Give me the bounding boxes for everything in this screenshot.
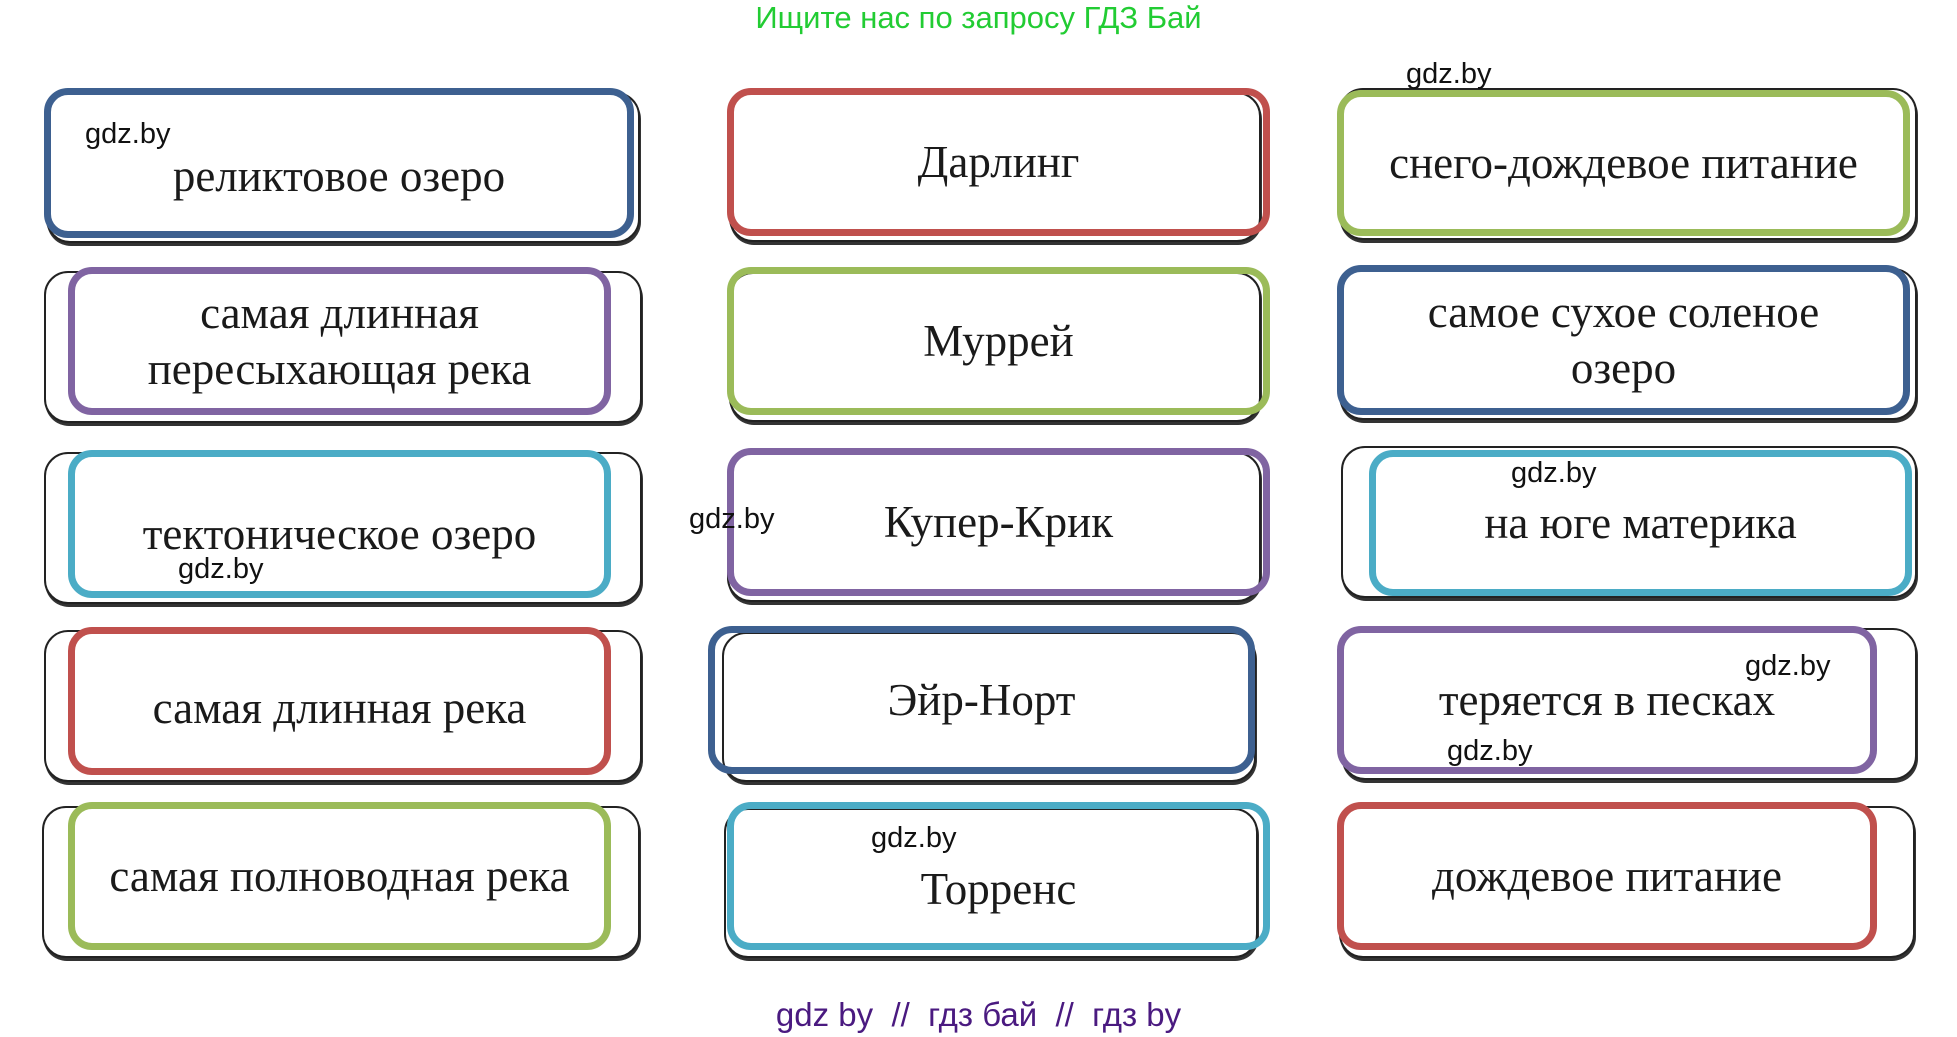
watermark: gdz.by xyxy=(871,822,957,854)
card-frame: дождевое питание xyxy=(1337,802,1877,950)
card-outline xyxy=(1339,268,1917,420)
card-label: на юге материка xyxy=(1484,498,1797,548)
card-outline xyxy=(727,452,1261,602)
card-outline xyxy=(1339,88,1917,240)
card-label: Торренс xyxy=(920,864,1077,914)
card-label: самая длинная пересыхающая река xyxy=(147,288,532,394)
watermark: gdz.by xyxy=(1511,457,1597,489)
footer-banner: gdz by // гдз бай // гдз by xyxy=(775,996,1182,1033)
card-label: Эйр-Норт xyxy=(887,675,1076,725)
card-frame: теряется в песках xyxy=(1337,626,1877,774)
card-outline xyxy=(1341,628,1917,780)
card-outline xyxy=(44,271,642,423)
card-label: Муррей xyxy=(923,316,1074,366)
card-outline xyxy=(44,452,642,604)
watermark: gdz.by xyxy=(689,503,775,535)
card-label: Купер-Крик xyxy=(883,497,1114,547)
watermark: gdz.by xyxy=(1745,650,1831,682)
card-label: Дарлинг xyxy=(917,137,1080,187)
card-outline xyxy=(724,808,1258,958)
card-label: снего-дождевое питание xyxy=(1389,138,1858,188)
card-frame: Купер-Крик xyxy=(727,448,1270,596)
card-label: дождевое питание xyxy=(1432,851,1782,901)
card-frame: Торренс xyxy=(727,802,1270,950)
card-frame: Дарлинг xyxy=(727,88,1270,236)
card-label: теряется в песках xyxy=(1438,675,1776,725)
card-frame: Эйр-Норт xyxy=(708,626,1255,774)
card-label: самая длинная река xyxy=(152,683,527,733)
header-banner: Ищите нас по запросу ГДЗ Бай xyxy=(755,0,1202,35)
watermark: gdz.by xyxy=(1447,735,1533,767)
card-label: реликтовое озеро xyxy=(172,151,506,201)
watermark: gdz.by xyxy=(85,118,171,150)
card-frame: тектоническое озеро xyxy=(68,450,611,598)
card-frame: Муррей xyxy=(727,267,1270,415)
card-frame: самая длинная пересыхающая река xyxy=(68,267,611,415)
card-frame: реликтовое озеро xyxy=(44,88,634,238)
card-outline xyxy=(1341,446,1917,598)
watermark: gdz.by xyxy=(178,553,264,585)
card-outline xyxy=(1339,806,1915,958)
card-label: самая полноводная река xyxy=(109,851,570,901)
card-label: тектоническое озеро xyxy=(142,509,537,559)
card-outline xyxy=(722,632,1256,782)
card-label: самое сухое соленое озеро xyxy=(1427,287,1820,393)
card-frame: снего-дождевое питание xyxy=(1337,90,1910,236)
watermark: gdz.by xyxy=(1406,58,1492,90)
card-frame: самая полноводная река xyxy=(68,802,611,950)
card-frame: на юге материка xyxy=(1369,450,1912,596)
card-frame: самая длинная река xyxy=(68,627,611,775)
card-frame: самое сухое соленое озеро xyxy=(1337,265,1910,415)
